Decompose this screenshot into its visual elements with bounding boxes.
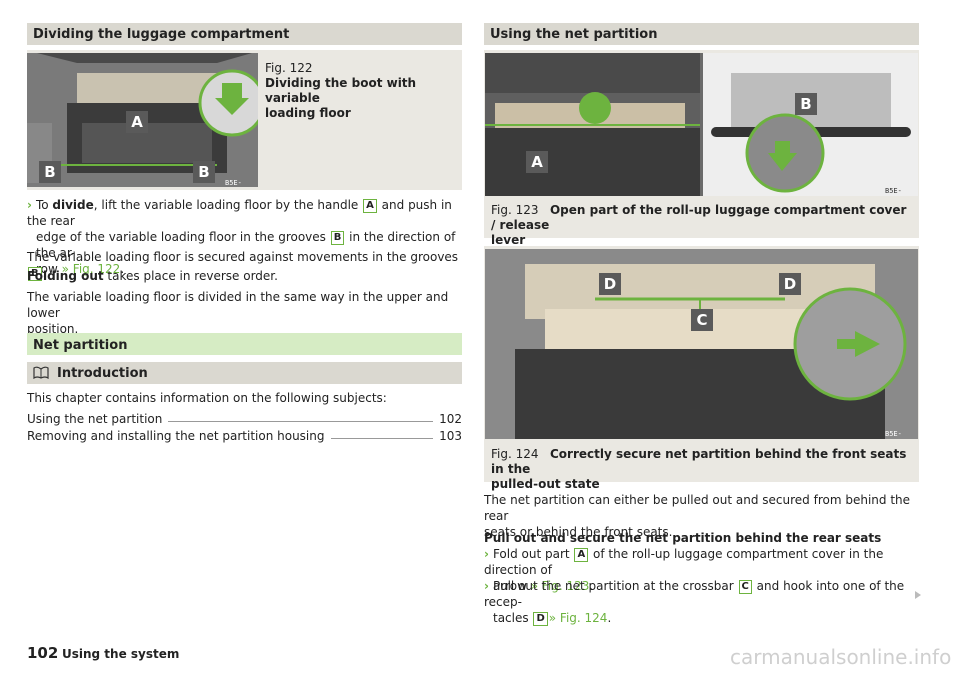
text: arrow bbox=[493, 579, 531, 593]
intro-text: This chapter contains information on the… bbox=[27, 391, 387, 405]
figure-122-label: Fig. 122 bbox=[265, 61, 313, 75]
bold-text: Folding out bbox=[27, 269, 104, 283]
figure-123-image: A B B5E-0406 bbox=[485, 53, 918, 196]
dividing-instruction: ›To divide, lift the variable loading fl… bbox=[27, 198, 456, 276]
key-a: A bbox=[363, 199, 377, 213]
figure-123-title-line1: Open part of the roll-up luggage compart… bbox=[491, 203, 907, 232]
toc-page: 102 bbox=[439, 412, 462, 426]
figure-122-code: B5E-0403 bbox=[225, 179, 242, 187]
figure-124-label: Fig. 124 bbox=[491, 447, 539, 461]
text: . bbox=[607, 611, 612, 625]
figure-124-title-line1: Correctly secure net partition behind th… bbox=[491, 447, 907, 476]
net-partition-heading: Net partition bbox=[27, 333, 462, 355]
key-b: B bbox=[330, 231, 345, 245]
net-partition-illustration bbox=[485, 249, 918, 439]
key-a: A bbox=[574, 548, 589, 562]
text: in the direction of the ar- bbox=[36, 230, 456, 260]
text: Fold out part bbox=[492, 547, 574, 561]
text: edge of the variable loading floor in th… bbox=[36, 230, 330, 244]
figure-124-code: B5E-0657 bbox=[885, 430, 902, 439]
key-d: D bbox=[533, 612, 548, 626]
fig-122-link[interactable]: » Fig. 122 bbox=[61, 262, 121, 276]
figure-122-box: A B B B5E-0403 Fig. 122 Dividing the boo… bbox=[27, 50, 462, 190]
text: and hook into one of the recep- bbox=[484, 579, 905, 609]
figure-124-badge-d-right: D bbox=[779, 273, 801, 295]
book-icon bbox=[33, 366, 49, 379]
toc-leader bbox=[168, 421, 434, 422]
section-title-dividing: Dividing the luggage compartment bbox=[27, 23, 462, 45]
figure-122-badge-b-right: B bbox=[193, 161, 215, 183]
figure-122-title-line2: loading floor bbox=[265, 106, 351, 120]
figure-122-image: A B B B5E-0403 bbox=[27, 53, 258, 187]
roll-up-cover-illustration bbox=[485, 53, 918, 196]
figure-124-title-line2: pulled-out state bbox=[491, 477, 600, 491]
text: . bbox=[42, 266, 47, 280]
figure-123-caption: Fig. 123 Open part of the roll-up luggag… bbox=[491, 203, 911, 248]
chapter-name: Using the system bbox=[62, 647, 180, 661]
text: takes place in reverse order. bbox=[103, 269, 278, 283]
step-2: ›Pull out the net partition at the cross… bbox=[484, 579, 905, 626]
introduction-heading: Introduction bbox=[27, 362, 462, 384]
figure-123-title-line2: lever bbox=[491, 233, 526, 247]
folding-out-paragraph: Folding out takes place in reverse order… bbox=[27, 268, 467, 284]
fig-124-link[interactable]: » Fig. 124 bbox=[548, 611, 608, 625]
figure-123-label: Fig. 123 bbox=[491, 203, 539, 217]
introduction-heading-text: Introduction bbox=[57, 366, 148, 381]
toc: Using the net partition 102 Removing and… bbox=[27, 409, 462, 443]
text: . bbox=[589, 579, 594, 593]
text: and push in the rear bbox=[27, 198, 452, 228]
text: . bbox=[120, 262, 125, 276]
section-title-using-net: Using the net partition bbox=[484, 23, 919, 45]
text: The net partition can either be pulled o… bbox=[484, 493, 911, 523]
text: To bbox=[35, 198, 53, 212]
toc-row-2[interactable]: Removing and installing the net partitio… bbox=[27, 426, 462, 443]
figure-124-badge-c: C bbox=[691, 309, 713, 331]
text: , lift the variable loading floor by the… bbox=[93, 198, 363, 212]
continue-arrow-icon bbox=[915, 591, 921, 599]
rear-seats-subheading: Pull out and secure the net partition be… bbox=[484, 531, 882, 545]
luggage-compartment-illustration bbox=[27, 53, 258, 187]
figure-124-box: D D C B5E-0657 Fig. 124 Correctly secure… bbox=[484, 246, 919, 491]
text: seats or behind the front seats. bbox=[484, 525, 673, 539]
bold-text: divide bbox=[52, 198, 94, 212]
figure-122-caption: Fig. 122 Dividing the boot with variable… bbox=[265, 61, 462, 121]
figure-124-caption: Fig. 124 Correctly secure net partition … bbox=[491, 447, 911, 492]
text: Pull out the net partition at the crossb… bbox=[492, 579, 738, 593]
figure-123-box: A B B5E-0406 Fig. 123 Open part of the r… bbox=[484, 50, 919, 247]
figure-123-badge-a: A bbox=[526, 151, 548, 173]
text: The variable loading floor is divided in… bbox=[27, 290, 449, 320]
key-b: B bbox=[28, 267, 42, 281]
divided-paragraph: The variable loading floor is divided in… bbox=[27, 289, 467, 337]
toc-label: Removing and installing the net partitio… bbox=[27, 429, 325, 443]
text: tacles bbox=[493, 611, 533, 625]
net-partition-intro-paragraph: The net partition can either be pulled o… bbox=[484, 492, 924, 540]
figure-123-badge-b: B bbox=[795, 93, 817, 115]
step-1: ›Fold out part A of the roll-up luggage … bbox=[484, 547, 884, 593]
watermark: carmanualsonline.info bbox=[730, 645, 952, 669]
text: of the roll-up luggage compartment cover… bbox=[484, 547, 884, 577]
toc-leader bbox=[330, 438, 434, 439]
toc-label: Using the net partition bbox=[27, 412, 163, 426]
figure-123-code: B5E-0406 bbox=[885, 187, 902, 196]
grooves-paragraph: The variable loading floor is secured ag… bbox=[27, 249, 467, 281]
page-number: 102 bbox=[27, 644, 59, 662]
toc-row-1[interactable]: Using the net partition 102 bbox=[27, 409, 462, 426]
figure-122-title-line1: Dividing the boot with variable bbox=[265, 76, 417, 105]
figure-122-badge-a: A bbox=[126, 111, 148, 133]
figure-124-image: D D C B5E-0657 bbox=[485, 249, 918, 439]
fig-123-link[interactable]: » Fig. 123 bbox=[530, 579, 590, 593]
toc-page: 103 bbox=[439, 429, 462, 443]
text: position. bbox=[27, 322, 79, 336]
figure-124-badge-d-left: D bbox=[599, 273, 621, 295]
text: The variable loading floor is secured ag… bbox=[27, 250, 459, 264]
figure-122-badge-b-left: B bbox=[39, 161, 61, 183]
key-c: C bbox=[738, 580, 752, 594]
